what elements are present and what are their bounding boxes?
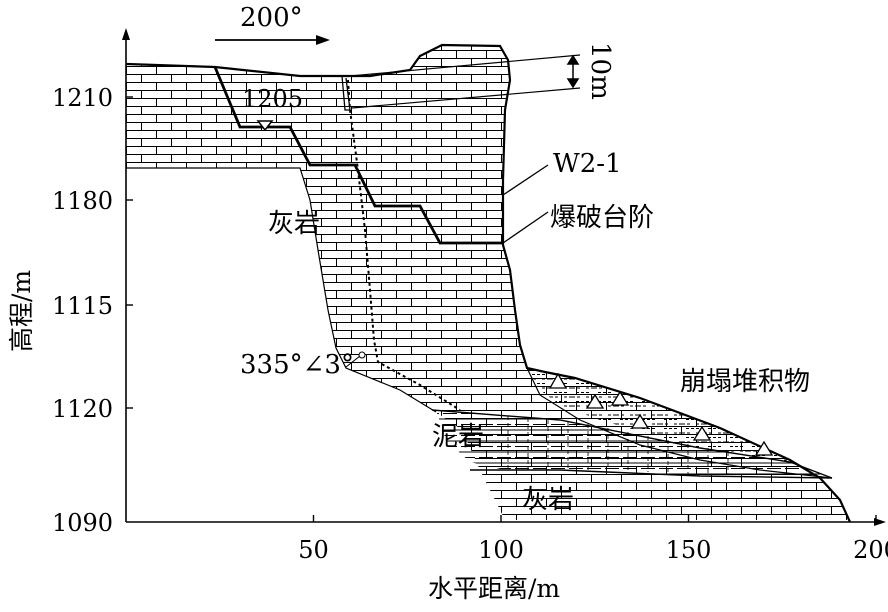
scale-upper-line xyxy=(349,54,581,77)
y-axis-arrow xyxy=(122,28,130,40)
x-tick-100: 100 xyxy=(478,536,524,564)
deposit-base-line xyxy=(526,367,833,479)
elevation-point-marker xyxy=(256,120,274,132)
y-tick-1115: 1115 xyxy=(52,292,113,320)
y-tick-1180: 1180 xyxy=(52,187,113,215)
scale-arrow xyxy=(566,54,580,89)
blasting-bench-steps xyxy=(213,66,503,245)
bench-leader xyxy=(502,211,549,244)
x-tick-150: 150 xyxy=(666,536,712,564)
collapse-deposit-label: 崩塌堆积物 xyxy=(680,367,810,397)
structural-plane-trace xyxy=(347,79,461,411)
y-tick-marks xyxy=(126,96,133,409)
y-tick-1120: 1120 xyxy=(52,395,113,423)
deposit-triangles xyxy=(548,372,774,456)
upper-limestone-base xyxy=(126,167,437,413)
mudstone-layer xyxy=(436,410,832,478)
structural-plane-label: 335°∠3° xyxy=(240,350,354,380)
x-tick-200: 200 xyxy=(853,536,888,564)
mudstone-label: 泥岩 xyxy=(432,422,484,452)
elevation-point-label: 1205 xyxy=(242,85,303,113)
limestone-lower-label: 灰岩 xyxy=(522,485,574,515)
monitor-point-label: W2-1 xyxy=(553,149,622,179)
limestone-upper-label: 灰岩 xyxy=(268,209,320,239)
collapse-deposit-body xyxy=(527,368,832,478)
mudstone-vertical-ticks xyxy=(507,416,729,474)
w2-1-leader xyxy=(502,164,549,196)
y-axis-label: 高程/m xyxy=(7,270,36,352)
direction-arrow xyxy=(215,35,330,45)
structural-leader xyxy=(345,355,361,368)
blasting-bench-label: 爆破台阶 xyxy=(550,203,654,233)
x-tick-50: 50 xyxy=(298,536,329,564)
mudstone-base-boundary xyxy=(470,469,833,479)
mudstone-top-boundary xyxy=(431,409,833,479)
structural-leader-dot xyxy=(358,351,366,359)
scale-lower-line xyxy=(351,87,581,109)
crack-line xyxy=(341,75,351,111)
scale-label: 10m xyxy=(585,42,615,100)
y-tick-1210: 1210 xyxy=(52,84,113,112)
x-tick-marks xyxy=(312,515,877,522)
x-axis-arrow xyxy=(874,518,886,526)
direction-label: 200° xyxy=(240,3,303,33)
y-tick-1090: 1090 xyxy=(52,509,113,537)
x-axis-label: 水平距离/m xyxy=(428,574,560,603)
x-tick-labels: 50 100 150 200 xyxy=(298,536,888,564)
